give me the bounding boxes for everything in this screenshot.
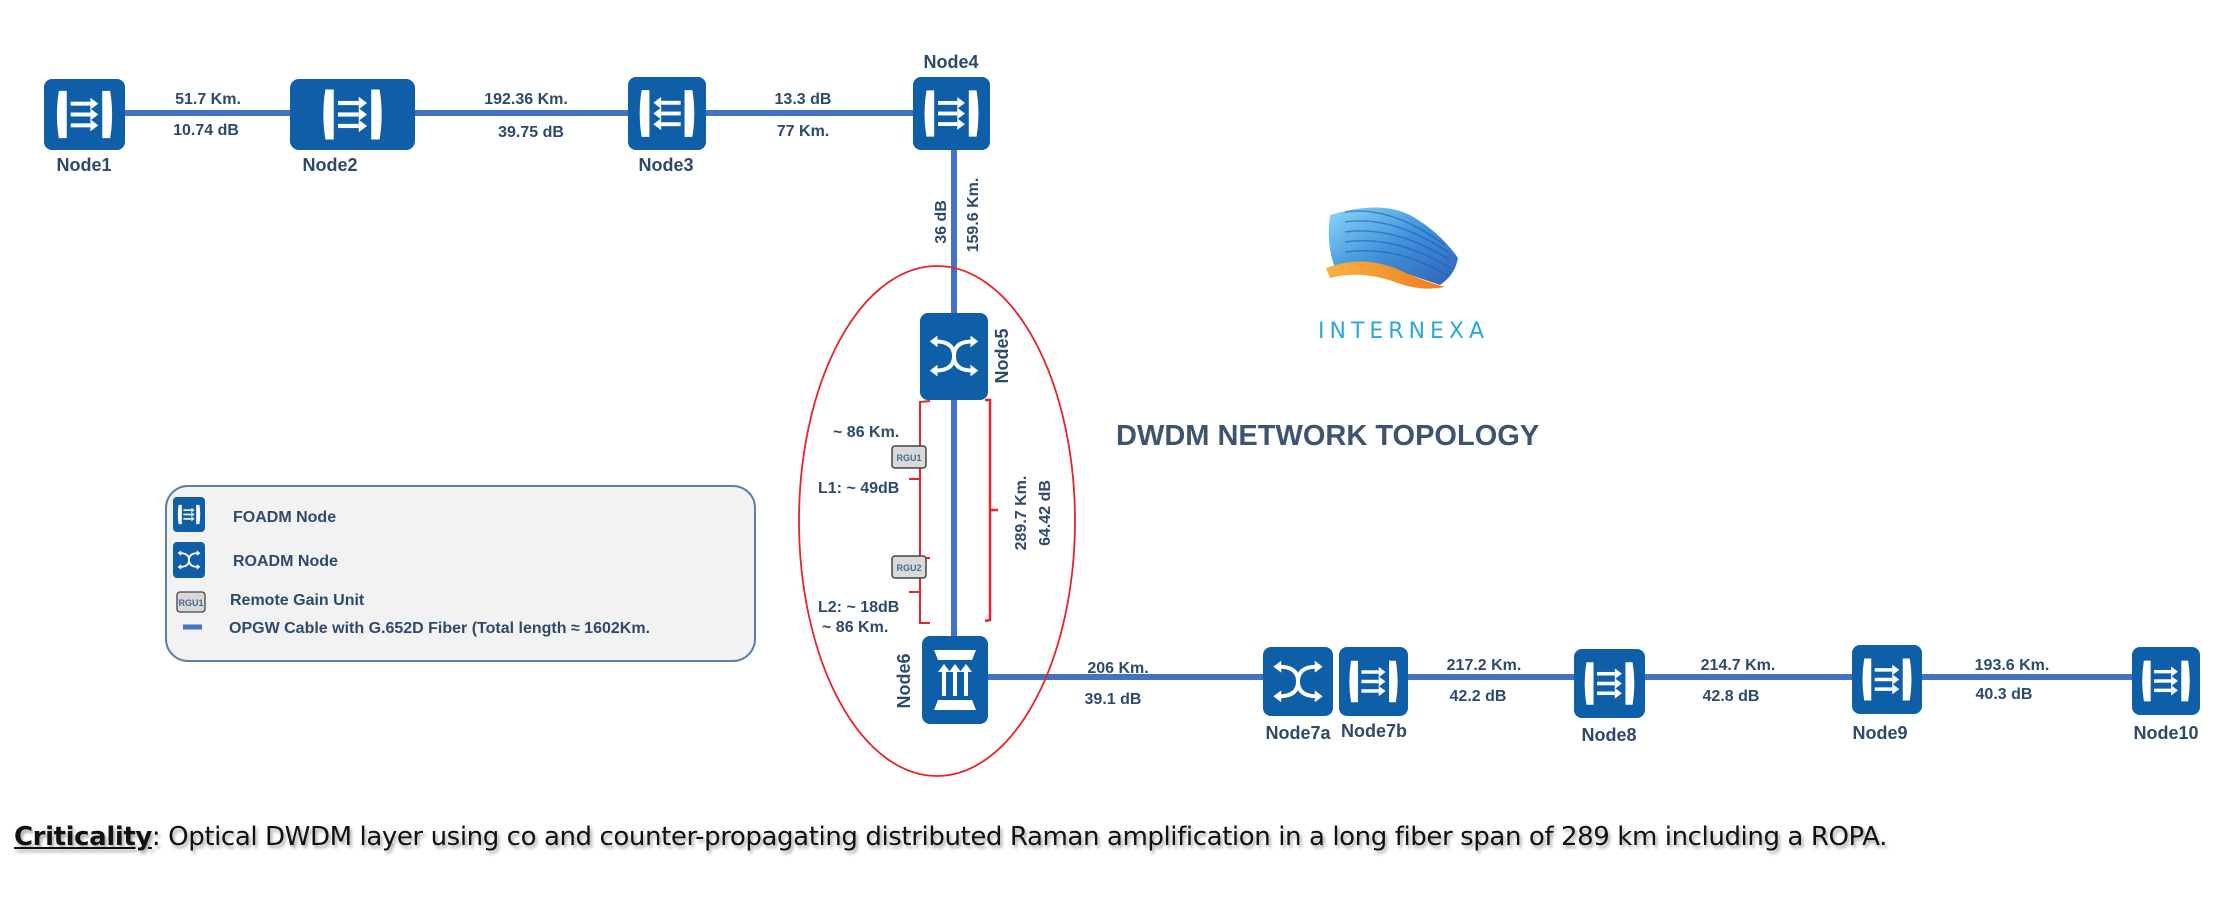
link2-loss: 39.75 dB	[498, 124, 564, 141]
raman-span-distance: 289.7 Km.	[1013, 476, 1030, 551]
node4-label: Node4	[923, 52, 978, 72]
node2-label: Node2	[302, 155, 357, 175]
diagram-title: DWDM NETWORK TOPOLOGY	[1116, 420, 1539, 452]
legend-label: OPGW Cable with G.652D Fiber (Total leng…	[229, 620, 650, 637]
legend-item-foadm: FOADM Node	[173, 497, 336, 532]
link1-distance: 51.7 Km.	[175, 91, 241, 108]
criticality-caption: Criticality: Optical DWDM layer using co…	[14, 822, 1887, 852]
rgu1-unit[interactable]: RGU1	[891, 445, 927, 469]
link7-loss: 42.2 dB	[1450, 688, 1507, 705]
l2-loss: L2: ~ 18dB	[818, 599, 899, 616]
span-bracket-right	[984, 398, 998, 623]
node4[interactable]: Node4	[913, 52, 990, 150]
fiber-links	[120, 110, 2136, 680]
node10[interactable]: Node10	[2132, 647, 2200, 743]
node1-label: Node1	[56, 155, 111, 175]
link4-loss: 36 dB	[933, 200, 950, 244]
node7a-label: Node7a	[1265, 723, 1331, 743]
caption-text: : Optical DWDM layer using co and counte…	[151, 822, 1887, 852]
node9[interactable]: Node9	[1852, 645, 1922, 743]
legend-item-roadm: ROADM Node	[173, 542, 338, 578]
link6-loss: 39.1 dB	[1085, 691, 1142, 708]
node2[interactable]: Node2	[290, 79, 415, 175]
segment1-length: ~ 86 Km.	[833, 424, 899, 441]
l1-loss: L1: ~ 49dB	[818, 480, 899, 497]
node7a[interactable]: Node7a	[1263, 647, 1333, 743]
node9-label: Node9	[1852, 723, 1907, 743]
segment2-length: ~ 86 Km.	[822, 619, 888, 636]
node3[interactable]: Node3	[628, 77, 706, 175]
node1[interactable]: Node1	[44, 79, 125, 175]
legend-label: Remote Gain Unit	[230, 592, 365, 609]
legend-item-fiber: OPGW Cable with G.652D Fiber (Total leng…	[183, 620, 650, 637]
node7b-label: Node7b	[1341, 721, 1407, 741]
node5[interactable]: Node5	[920, 313, 1012, 400]
rgu1-label: RGU1	[896, 453, 921, 463]
link8-loss: 42.8 dB	[1703, 688, 1760, 705]
link9-distance: 193.6 Km.	[1975, 657, 2050, 674]
legend-label: FOADM Node	[233, 509, 336, 526]
link2-distance: 192.36 Km.	[484, 91, 568, 108]
rgu-icon	[176, 591, 206, 613]
internexa-logo: INTERNEXA	[1266, 185, 1492, 350]
rgu2-unit[interactable]: RGU2	[891, 555, 927, 579]
node7b[interactable]: Node7b	[1339, 647, 1408, 741]
link3-loss: 13.3 dB	[775, 91, 832, 108]
logo-wave-icon	[1328, 207, 1458, 285]
node5-label: Node5	[992, 328, 1012, 383]
link8-distance: 214.7 Km.	[1701, 657, 1776, 674]
node6-label: Node6	[894, 653, 914, 708]
segment-bracket-left	[919, 400, 931, 624]
caption-bold: Criticality	[14, 822, 152, 852]
node8-label: Node8	[1581, 725, 1636, 745]
raman-span-highlight	[798, 265, 1076, 777]
rgu-icon-label: RGU1	[178, 598, 203, 608]
legend: FOADM Node ROADM Node RGU1 Remote Gain U…	[165, 485, 756, 662]
link3-distance: 77 Km.	[777, 123, 829, 140]
node3-label: Node3	[638, 155, 693, 175]
legend-item-rgu: RGU1 Remote Gain Unit	[176, 591, 365, 613]
legend-label: ROADM Node	[233, 553, 338, 570]
logo-text: INTERNEXA	[1318, 319, 1489, 344]
node8[interactable]: Node8	[1574, 649, 1645, 745]
raman-span-loss: 64.42 dB	[1037, 480, 1054, 546]
link7-distance: 217.2 Km.	[1447, 657, 1522, 674]
rgu2-label: RGU2	[896, 563, 921, 573]
link9-loss: 40.3 dB	[1976, 686, 2033, 703]
link1-loss: 10.74 dB	[173, 122, 239, 139]
link6-distance: 206 Km.	[1087, 660, 1148, 677]
node10-label: Node10	[2133, 723, 2198, 743]
link4-distance: 159.6 Km.	[965, 178, 982, 253]
node6[interactable]: Node6	[894, 636, 988, 724]
